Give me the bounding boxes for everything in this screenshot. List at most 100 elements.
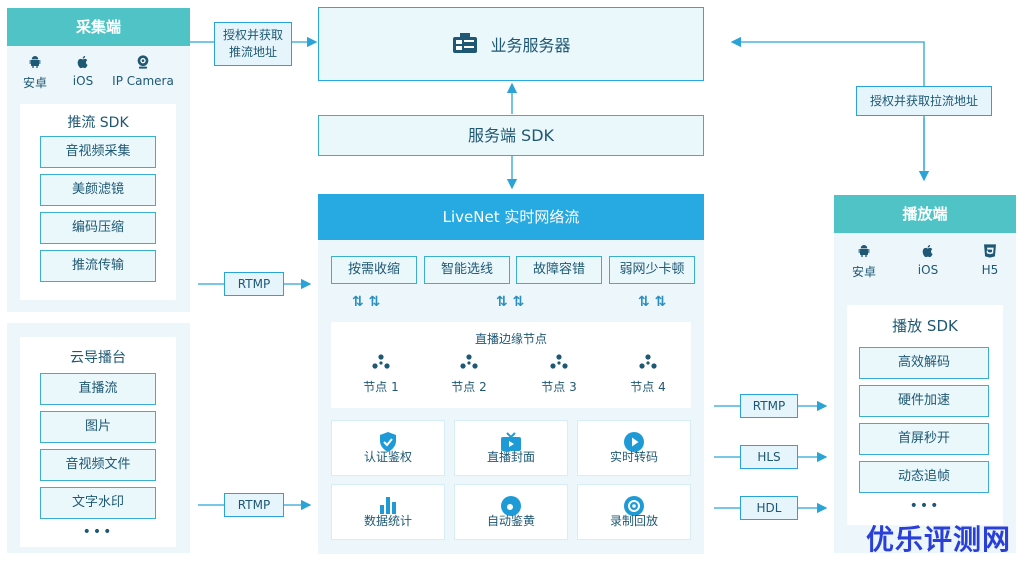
capability-item: 按需收缩: [331, 256, 417, 284]
edge-node: 节点 3: [529, 354, 589, 395]
record-icon: [624, 496, 644, 516]
protocol-in-tag: RTMP: [224, 493, 284, 517]
business-server-label: 业务服务器: [490, 36, 571, 55]
play-circle-icon: [624, 432, 644, 452]
collector-platform-label: iOS: [72, 74, 94, 88]
feature-card: 数据统计: [331, 484, 445, 540]
collector-platform-android: 安卓: [17, 54, 53, 91]
edge-node-label: 节点 2: [451, 380, 487, 394]
business-server-box: 业务服务器: [318, 7, 704, 81]
swap-arrows-icon: ⇅ ⇅: [352, 294, 380, 310]
auth-pull-tag: 授权并获取拉流地址: [856, 86, 992, 116]
protocol-out-tag: HDL: [740, 496, 798, 520]
capability-item: 故障容错: [516, 256, 602, 284]
feature-card: 录制回放: [577, 484, 691, 540]
push-sdk-item: 音视频采集: [40, 136, 156, 168]
edge-node-label: 节点 3: [541, 380, 577, 394]
capability-item: 智能选线: [424, 256, 510, 284]
collector-panel: 采集端 安卓 iOS IP Camera 推流 SDK 音视频采集 美颜滤镜 编…: [7, 8, 190, 312]
swap-glyph: ⇅: [654, 294, 667, 310]
livenet-title: LiveNet 实时网络流: [318, 194, 704, 240]
business-server-content: 业务服务器: [319, 32, 703, 56]
director-panel: 云导播台 直播流 图片 音视频文件 文字水印 •••: [7, 323, 190, 553]
play-sdk-title: 播放 SDK: [892, 317, 958, 335]
livenet-panel: LiveNet 实时网络流 按需收缩 智能选线 故障容错 弱网少卡顿 ⇅ ⇅ ⇅…: [318, 194, 704, 554]
play-sdk-item: 高效解码: [859, 347, 989, 379]
director-item: 图片: [40, 411, 156, 443]
edge-nodes-title: 直播边缘节点: [474, 332, 547, 346]
feature-card: 实时转码: [577, 420, 691, 476]
player-platform-h5: H5: [972, 243, 1008, 277]
swap-glyph: ⇅: [496, 294, 508, 310]
node-cluster-icon: [550, 354, 568, 369]
play-sdk-item: 首屏秒开: [859, 423, 989, 455]
player-platform-ios: iOS: [910, 243, 946, 277]
protocol-in-tag: RTMP: [224, 272, 284, 296]
server-icon: [453, 33, 478, 53]
director-more: •••: [82, 524, 114, 540]
swap-glyph: ⇅: [512, 294, 525, 310]
server-sdk-box: 服务端 SDK: [318, 115, 704, 156]
feature-label: 直播封面: [486, 450, 535, 464]
tv-icon: [501, 432, 521, 451]
site-watermark: 优乐评测网: [866, 523, 1012, 556]
director-card: 云导播台 直播流 图片 音视频文件 文字水印 •••: [20, 337, 176, 547]
apple-icon: [77, 55, 88, 69]
swap-arrows-icon: ⇅ ⇅: [638, 294, 666, 310]
feature-label: 实时转码: [609, 450, 658, 464]
player-title: 播放端: [834, 195, 1016, 233]
player-platform-android: 安卓: [846, 243, 882, 280]
collector-platform-camera: IP Camera: [107, 54, 179, 88]
player-platform-label: H5: [981, 263, 999, 277]
push-sdk-item: 美颜滤镜: [40, 174, 156, 206]
edge-node-label: 节点 4: [630, 380, 666, 394]
protocol-out-tag: RTMP: [740, 394, 798, 418]
capability-item: 弱网少卡顿: [609, 256, 695, 284]
player-platform-label: 安卓: [851, 265, 876, 279]
shield-check-icon: [380, 432, 396, 452]
camera-icon: [137, 55, 149, 69]
auth-push-tag: 授权并获取 推流地址: [214, 22, 292, 66]
feature-label: 数据统计: [363, 514, 412, 528]
swap-glyph: ⇅: [352, 294, 364, 310]
feature-label: 自动鉴黄: [486, 514, 535, 528]
push-sdk-item: 推流传输: [40, 250, 156, 282]
edge-nodes-card: 直播边缘节点 节点 1 节点 2 节点 3 节点 4: [331, 322, 691, 408]
director-item: 音视频文件: [40, 449, 156, 481]
apple-icon: [922, 244, 933, 258]
director-item: 文字水印: [40, 487, 156, 519]
play-sdk-more: •••: [909, 498, 941, 514]
collector-platform-label: 安卓: [22, 76, 47, 90]
edge-node-label: 节点 1: [363, 380, 399, 394]
edge-node: 节点 1: [351, 354, 411, 395]
collector-platform-ios: iOS: [65, 54, 101, 88]
feature-card: 自动鉴黄: [454, 484, 568, 540]
circle-dot-icon: [501, 496, 521, 516]
swap-arrows-icon: ⇅ ⇅: [496, 294, 524, 310]
feature-card: 直播封面: [454, 420, 568, 476]
edge-node: 节点 4: [618, 354, 678, 395]
android-icon: [29, 56, 41, 68]
feature-label: 认证鉴权: [363, 450, 412, 464]
feature-label: 录制回放: [609, 514, 658, 528]
protocol-out-tag: HLS: [740, 445, 798, 469]
edge-node: 节点 2: [439, 354, 499, 395]
play-sdk-item: 硬件加速: [859, 385, 989, 417]
player-panel: 播放端 安卓 iOS H5 播放 SDK 高效解码 硬件加速 首屏秒开 动态追帧…: [834, 195, 1016, 553]
play-sdk-card: 播放 SDK 高效解码 硬件加速 首屏秒开 动态追帧 •••: [847, 305, 1003, 525]
director-title: 云导播台: [70, 350, 126, 366]
director-item: 直播流: [40, 373, 156, 405]
player-platform-label: iOS: [917, 263, 939, 277]
android-icon: [858, 245, 870, 257]
node-cluster-icon: [460, 354, 478, 369]
swap-glyph: ⇅: [638, 294, 650, 310]
collector-platform-label: IP Camera: [112, 74, 174, 88]
feature-card: 认证鉴权: [331, 420, 445, 476]
bar-chart-icon: [380, 497, 396, 514]
html5-icon: [984, 244, 996, 258]
swap-glyph: ⇅: [368, 294, 381, 310]
push-sdk-item: 编码压缩: [40, 212, 156, 244]
node-cluster-icon: [372, 354, 390, 369]
collector-title: 采集端: [7, 8, 190, 46]
